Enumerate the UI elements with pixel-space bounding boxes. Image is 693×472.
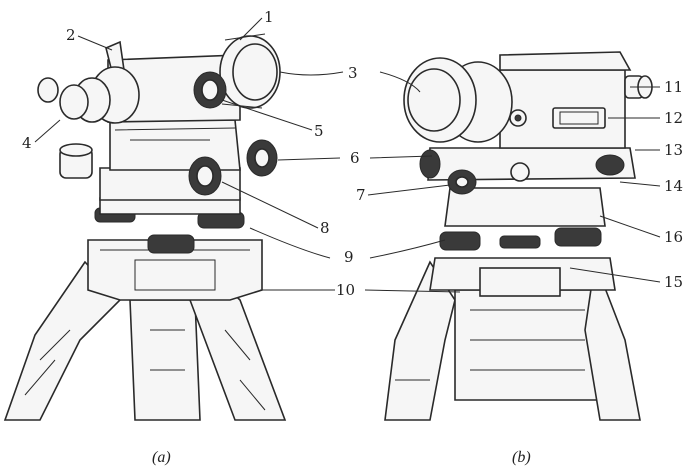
label-14: 14 bbox=[664, 177, 683, 195]
panel-a-tripod bbox=[3, 239, 287, 421]
label-12: 12 bbox=[664, 109, 683, 127]
label-8: 8 bbox=[320, 219, 330, 237]
label-5: 5 bbox=[314, 122, 324, 140]
panel-a-objective-lens bbox=[219, 33, 281, 109]
panel-b-base-plate bbox=[444, 187, 606, 227]
panel-a-circular-level bbox=[59, 143, 93, 179]
caption-panel-b: (b) bbox=[512, 449, 531, 466]
label-1: 1 bbox=[264, 8, 274, 26]
panel-b-knobs bbox=[419, 149, 530, 195]
label-7: 7 bbox=[356, 186, 366, 204]
panel-a-focusing-knob bbox=[193, 71, 227, 109]
panel-a-tangent-screws bbox=[188, 139, 278, 196]
panel-b-objective-lens bbox=[403, 57, 513, 143]
label-3: 3 bbox=[348, 64, 358, 82]
panel-b-tripod bbox=[384, 257, 641, 421]
panel-a-level-instrument bbox=[3, 33, 287, 421]
part-labels: 1 2 3 4 5 6 7 8 9 10 11 12 13 14 16 15 bbox=[22, 8, 683, 299]
panel-b-foot-screws bbox=[439, 227, 602, 251]
label-6: 6 bbox=[350, 149, 360, 167]
panel-b-telescope-body bbox=[499, 51, 632, 149]
label-4: 4 bbox=[22, 134, 32, 152]
label-16: 16 bbox=[664, 228, 683, 246]
label-9: 9 bbox=[344, 248, 354, 266]
caption-panel-a: (a) bbox=[152, 449, 171, 466]
label-15: 15 bbox=[664, 273, 683, 291]
panel-a-foot-screws bbox=[94, 197, 245, 254]
label-11: 11 bbox=[664, 78, 683, 96]
panel-b-level-instrument bbox=[384, 51, 653, 421]
label-2: 2 bbox=[66, 26, 76, 44]
panel-a-eyepiece bbox=[37, 66, 140, 124]
leader-lines bbox=[34, 17, 661, 293]
label-10: 10 bbox=[336, 281, 355, 299]
label-13: 13 bbox=[664, 141, 683, 159]
